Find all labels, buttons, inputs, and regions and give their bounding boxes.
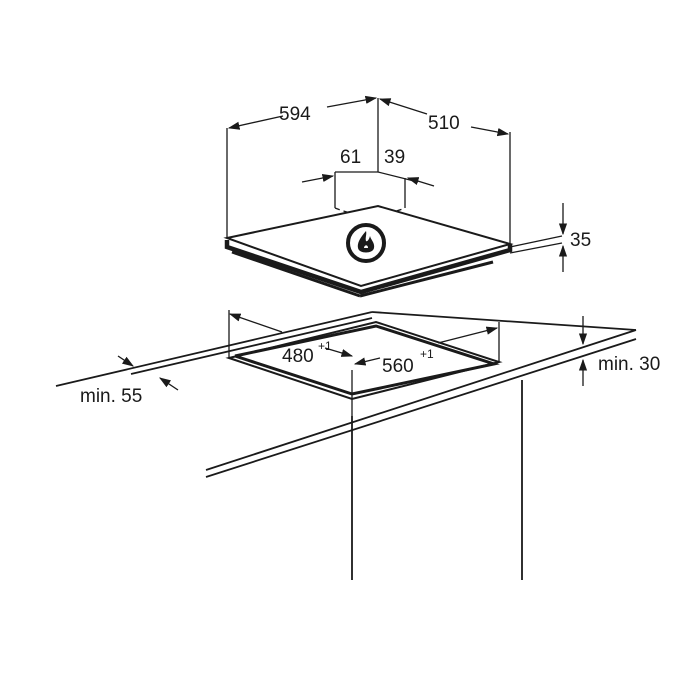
worktop-drawing: 480 +1 560 +1 min. 55 min. 30: [55, 310, 660, 580]
dimension-594-left-arrow: [227, 115, 284, 130]
width-label: 594: [279, 104, 311, 125]
cutout-inner-edge: [234, 324, 500, 396]
depth-label: 510: [428, 113, 460, 134]
dimension-480-arrow: [228, 313, 283, 333]
gas-flame-icon: [346, 223, 386, 263]
height-label: 35: [570, 230, 591, 251]
worktop-back-edge-inner: [130, 317, 373, 375]
min-rear-label: min. 30: [598, 354, 660, 375]
min-55-arrow-bottom: [159, 377, 179, 391]
offset-top-line-right: [377, 171, 419, 183]
min-55-arrow-top: [117, 355, 134, 367]
right-offset-label: 39: [384, 147, 405, 168]
worktop-right-back: [371, 311, 637, 331]
height-ext-top: [509, 235, 563, 248]
hob-edge: [224, 240, 513, 295]
left-offset-label: 61: [340, 147, 361, 168]
offset-61-arrow: [301, 173, 335, 183]
hob-underside-left: [231, 250, 361, 298]
dimension-560-end-arrow: [437, 326, 499, 344]
gas-inlet-dashed: [334, 207, 406, 216]
hob-underside-right: [359, 260, 494, 298]
offset-39-arrow: [406, 177, 435, 187]
cutout-depth-label: 480: [282, 346, 314, 367]
dimension-510-left-arrow: [378, 98, 428, 115]
dimension-594-right-arrow: [326, 95, 378, 108]
hob-drawing: 594 510 61 39 35: [223, 95, 591, 298]
cutout-width-tolerance: +1: [420, 347, 434, 361]
worktop-front-edge: [205, 329, 637, 471]
worktop-front-edge-lower: [205, 338, 637, 478]
dimension-510-right-arrow: [470, 126, 510, 137]
dimension-560-start-arrow: [353, 357, 381, 366]
min-front-label: min. 55: [80, 386, 142, 407]
cutout-depth-tolerance: +1: [318, 339, 332, 353]
height-ext-bottom: [509, 242, 563, 254]
cutout-width-label: 560: [382, 356, 414, 377]
worktop-back-edge: [55, 311, 373, 387]
dimension-480-end-arrow: [324, 347, 354, 357]
